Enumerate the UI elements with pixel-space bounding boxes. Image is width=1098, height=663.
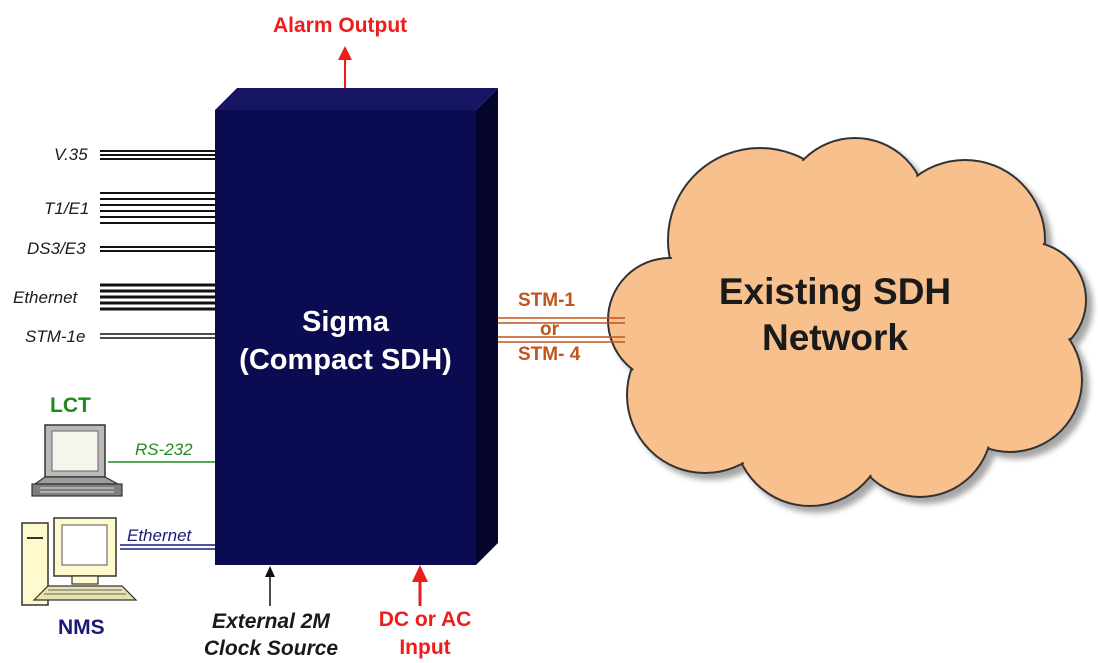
v35-label: V.35 (54, 145, 88, 164)
clock-source-arrow (265, 566, 275, 606)
network-title-line1: Existing SDH (718, 271, 952, 312)
rs232-label: RS-232 (135, 440, 193, 459)
clock-source-label-line1: External 2M (212, 610, 330, 633)
equipment-title-line1: Sigma (301, 306, 390, 338)
stm1-label: STM-1 (518, 290, 575, 311)
desktop-computer-icon (21, 517, 138, 606)
power-input-label-line1: DC or AC (378, 608, 472, 631)
ds3e3-label: DS3/E3 (27, 239, 86, 258)
t1e1-label: T1/E1 (44, 199, 90, 218)
alarm-output-arrow (338, 46, 352, 88)
interface-lines (100, 150, 215, 339)
power-input-arrow (412, 565, 428, 606)
network-title-line2: Network (762, 317, 908, 358)
or-label: or (540, 319, 559, 340)
nms-label: NMS (58, 616, 105, 639)
stm1e-label: STM-1e (25, 327, 86, 346)
stm4-label: STM- 4 (518, 344, 581, 365)
power-input-label-line2: Input (399, 636, 451, 659)
nms-ethernet-label: Ethernet (127, 526, 192, 545)
stm-uplink-lines (498, 317, 625, 343)
sdh-network-cloud (607, 137, 1087, 507)
nms-ethernet-line (120, 544, 215, 550)
lct-label: LCT (50, 394, 91, 417)
equipment-title-line2: (Compact SDH) (239, 344, 452, 376)
sigma-equipment-box (215, 88, 498, 565)
ethernet-label: Ethernet (13, 288, 78, 307)
laptop-icon (31, 424, 123, 497)
clock-source-label-line2: Clock Source (203, 637, 339, 660)
alarm-output-label: Alarm Output (273, 14, 408, 37)
